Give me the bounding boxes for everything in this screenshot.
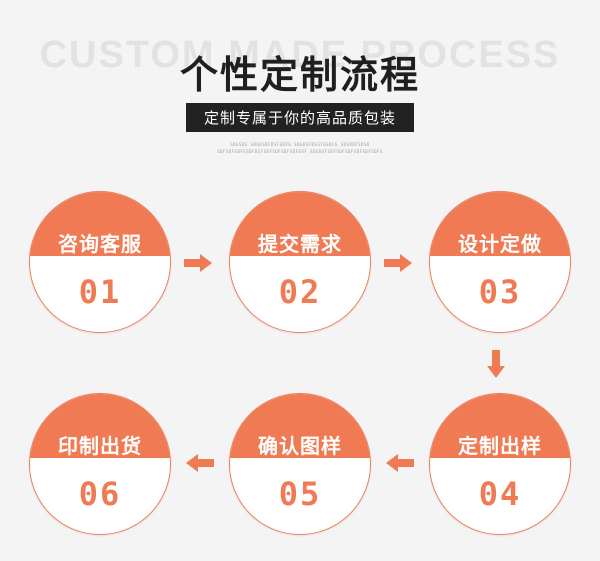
step-1-number: 01 [78,273,122,311]
page-title: 个性定制流程 [179,53,420,97]
step-6-number: 06 [78,475,122,513]
fine-print-line-1: SDGSDG SDGDSDFDSFSDFG SDGDSFDSSTGSDFG SD… [230,142,370,147]
page-subtitle: 定制专属于你的高品质包装 [185,103,414,132]
subtitle-bar: 定制专属于你的高品质包装 [0,103,600,132]
step-2-circle: 提交需求 02 [229,191,371,333]
arrow-down-icon [487,350,505,378]
step-2-label: 提交需求 [258,232,342,256]
step-4-circle: 定制出样 04 [429,393,571,535]
step-5-number: 05 [278,475,322,513]
step-5-circle: 确认图样 05 [229,393,371,535]
arrow-right-icon [184,254,212,272]
step-3-label: 设计定做 [458,232,542,256]
step-4-number: 04 [478,475,522,513]
step-3-circle: 设计定做 03 [429,191,571,333]
fine-print-line-2: SDFSDFSDFSSDFDSFSDFSDFSDFSDFDSF SDGDSFSD… [217,149,383,154]
step-1-label: 咨询客服 [58,232,142,256]
step-5-label: 确认图样 [258,434,342,458]
step-1-circle: 咨询客服 01 [29,191,171,333]
arrow-right-icon [384,254,412,272]
arrow-left-icon [386,454,414,472]
step-4-label: 定制出样 [458,434,542,458]
step-6-label: 印制出货 [58,434,142,458]
step-6-circle: 印制出货 06 [29,393,171,535]
background-watermark-text: CUSTOM MADE PROCESS [39,34,561,76]
step-3-number: 03 [478,273,522,311]
step-2-number: 02 [278,273,322,311]
arrow-left-icon [186,454,214,472]
